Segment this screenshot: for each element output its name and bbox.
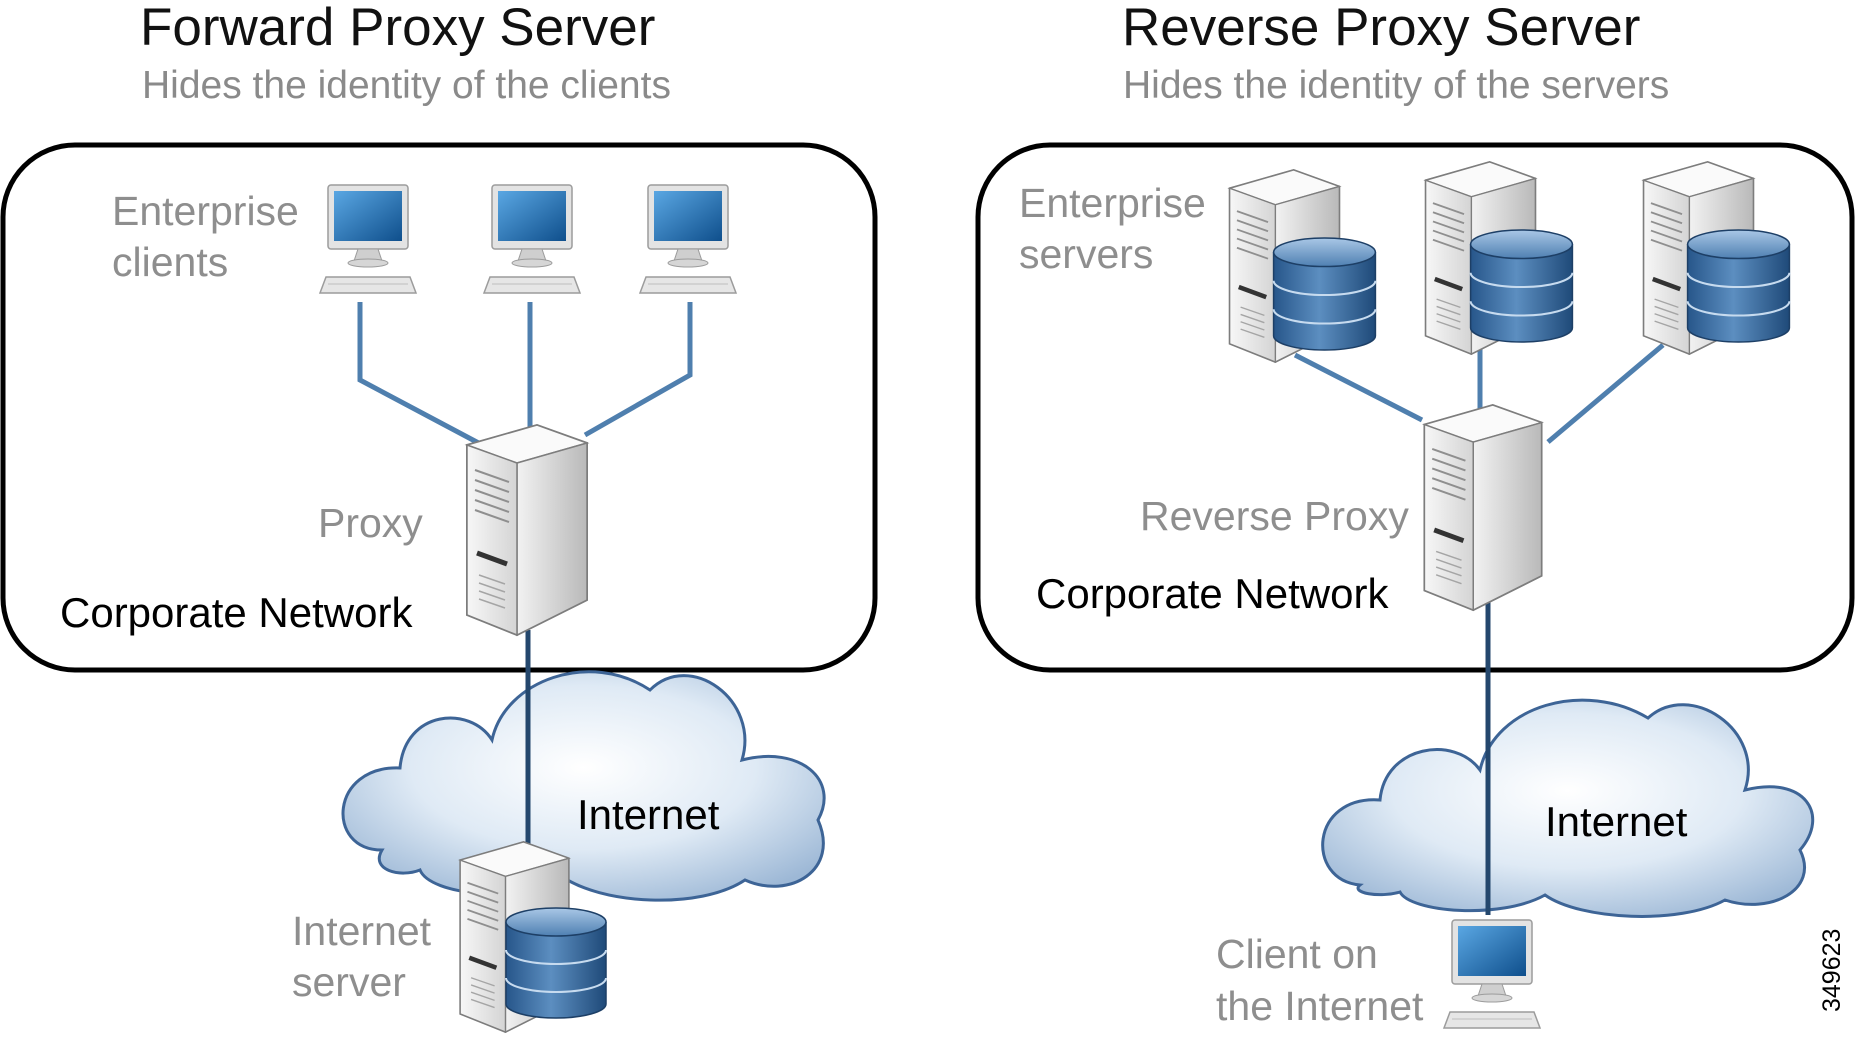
forward-proxy-panel: Forward Proxy Server Hides the identity …: [0, 0, 878, 1032]
forward-link-client-3: [583, 302, 693, 438]
internet-server-database-icon: [504, 906, 608, 1020]
reverse-link-server-3: [1546, 343, 1665, 444]
internet-client-computer-icon: [1443, 919, 1541, 1029]
enterprise-client-computer-icon: [483, 184, 581, 294]
enterprise-client-computer-icon: [639, 184, 737, 294]
enterprise-client-computer-icon: [319, 184, 417, 294]
forward-link-client-1: [357, 302, 490, 451]
reverse-corporate-network-box: [975, 142, 1855, 673]
enterprise-server-database-icon: [1469, 228, 1574, 344]
enterprise-server-database-icon: [1686, 228, 1791, 344]
figure-code: 349623: [1818, 929, 1846, 1012]
reverse-client-label-line1: Client on: [1216, 931, 1378, 977]
forward-proxy-label: Proxy: [318, 500, 423, 546]
reverse-title: Reverse Proxy Server: [1122, 0, 1640, 57]
forward-clients-label-line1: Enterprise: [112, 188, 299, 234]
forward-network-label: Corporate Network: [60, 589, 413, 636]
reverse-proxy-panel: Reverse Proxy Server Hides the identity …: [975, 0, 1855, 1029]
reverse-cloud-label: Internet: [1545, 798, 1688, 845]
forward-proxy-server-icon: [467, 425, 587, 635]
forward-clients-label-line2: clients: [112, 239, 228, 285]
enterprise-server-database-icon: [1272, 236, 1377, 352]
reverse-servers-label-line1: Enterprise: [1019, 180, 1206, 226]
reverse-network-label: Corporate Network: [1036, 570, 1389, 617]
forward-cloud-label: Internet: [577, 791, 720, 838]
reverse-link-server-1: [1293, 352, 1424, 423]
forward-subtitle: Hides the identity of the clients: [142, 64, 671, 107]
reverse-client-label-line2: the Internet: [1216, 983, 1424, 1029]
reverse-servers-label-line2: servers: [1019, 231, 1153, 277]
forward-title: Forward Proxy Server: [140, 0, 655, 57]
forward-server-label-line2: server: [292, 959, 406, 1005]
reverse-internet-cloud-icon: [1321, 698, 1815, 918]
reverse-subtitle: Hides the identity of the servers: [1123, 64, 1669, 107]
reverse-proxy-label: Reverse Proxy: [1140, 493, 1409, 539]
reverse-proxy-server-icon: [1424, 405, 1541, 610]
forward-server-label-line1: Internet: [292, 908, 432, 954]
forward-corporate-network-box: [0, 142, 878, 673]
forward-internet-cloud-icon: [341, 670, 826, 902]
